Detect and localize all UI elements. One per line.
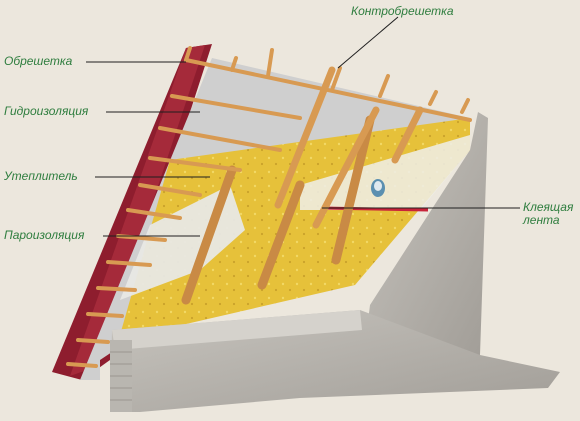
concrete-wall <box>365 112 488 355</box>
label-gidroizolyatsiya: Гидроизоляция <box>4 104 89 118</box>
vent-pipe <box>371 179 385 197</box>
rafters <box>181 115 375 305</box>
label-paroizolyatsiya: Пароизоляция <box>4 228 85 242</box>
label-kleyashchaya-lenta-line2: лента <box>523 213 560 227</box>
label-kleyashchaya-lenta: Клеящая лента <box>523 201 573 227</box>
rafter-tips <box>184 46 470 114</box>
leader-lines <box>86 16 520 237</box>
floor-slab <box>110 310 560 412</box>
label-obreshetka: Обрешетка <box>4 54 73 68</box>
label-kontrobreshetka: Контробрешетка <box>351 4 454 18</box>
label-kleyashchaya-lenta-line1: Клеящая <box>523 200 574 214</box>
counter-battens <box>274 66 424 229</box>
label-uteplitel: Утеплитель <box>4 169 78 183</box>
